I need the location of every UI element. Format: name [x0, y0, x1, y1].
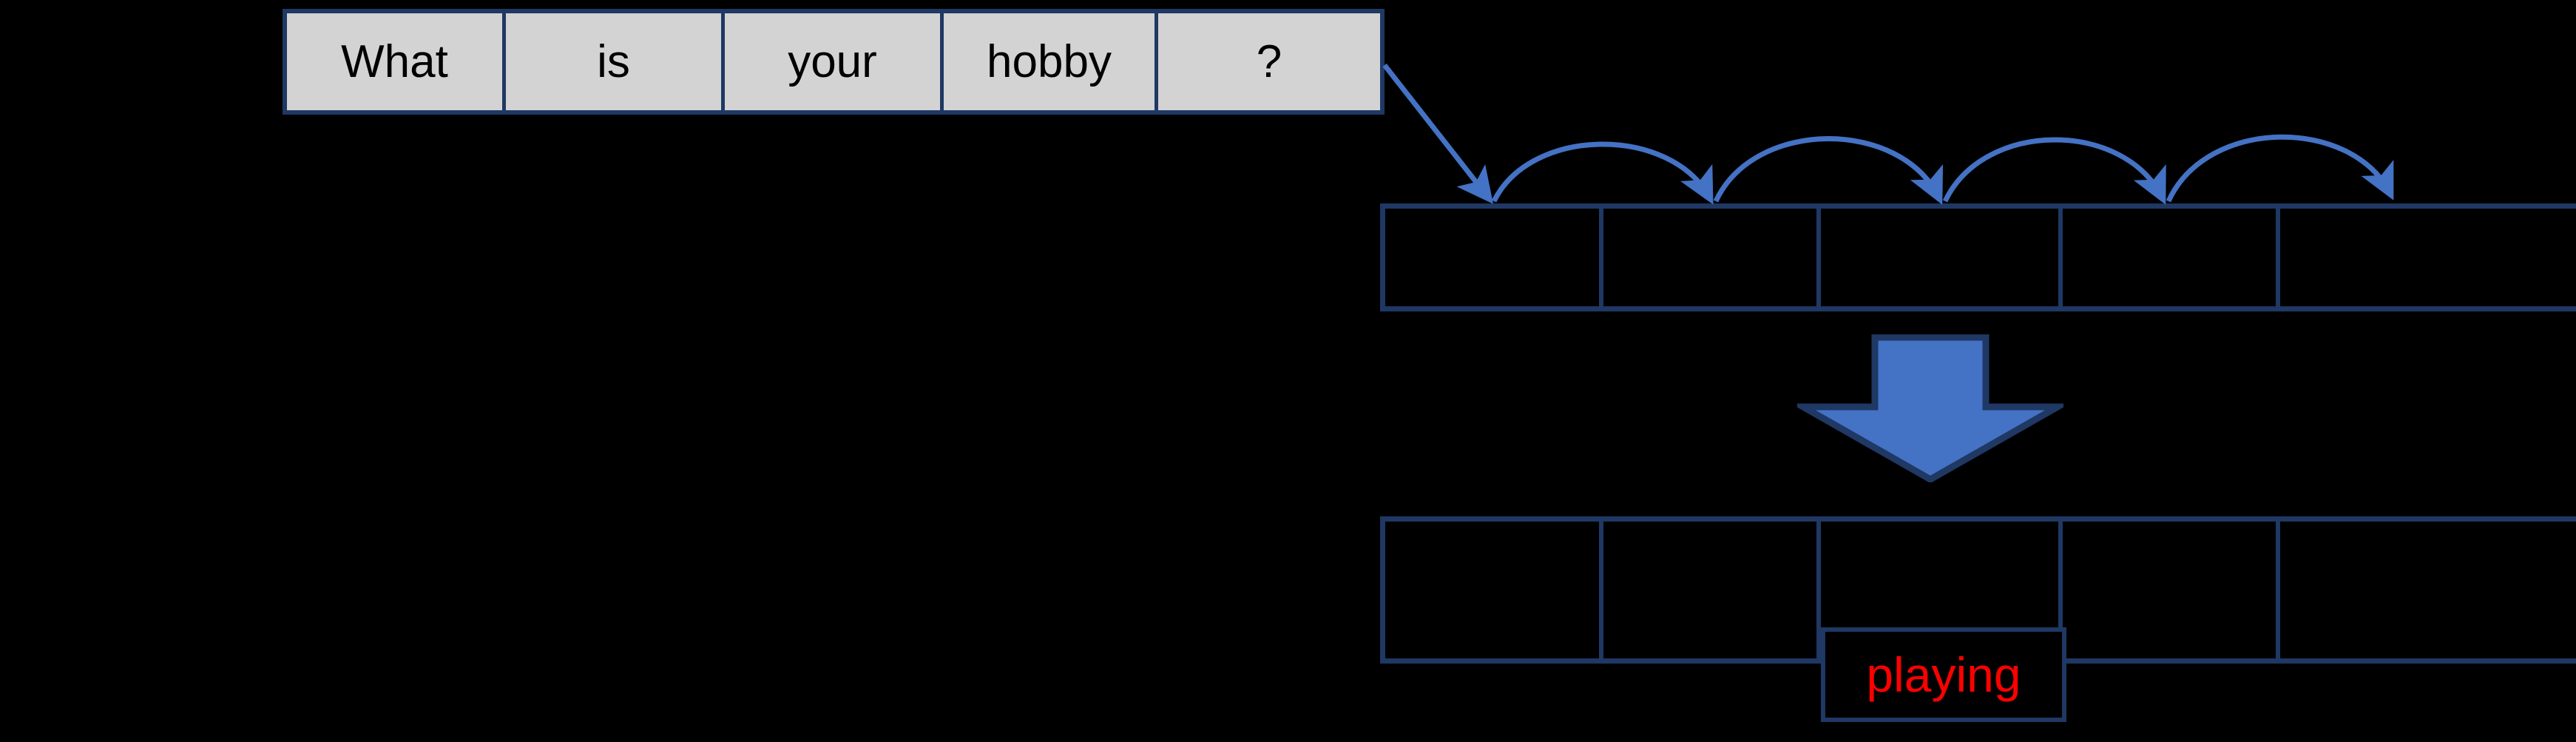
encoder-hop-arrow-2 [1713, 136, 1944, 205]
encoder-state-cell-1[interactable] [1603, 209, 1821, 306]
encoder-hop-arrow-3 [1942, 137, 2166, 205]
input-token-label-3: hobby [987, 36, 1112, 87]
input-token-cell-2[interactable]: your [725, 13, 944, 110]
generated-token-cell[interactable]: playing [1821, 627, 2066, 722]
input-token-cell-1[interactable]: is [506, 13, 725, 110]
encoder-state-cell-0[interactable] [1385, 209, 1603, 306]
encoder-hop-arrow-4 [2166, 134, 2394, 203]
decoder-state-cell-0[interactable] [1385, 522, 1603, 658]
decoder-state-cell-3[interactable] [2063, 522, 2280, 658]
encoder-to-decoder-block-arrow [1791, 334, 2070, 484]
input-token-cell-0[interactable]: What [287, 13, 506, 110]
generated-token-label: playing [1866, 647, 2021, 702]
input-token-cell-4[interactable]: ? [1158, 13, 1380, 110]
encoder-state-cell-3[interactable] [2063, 209, 2280, 306]
decoder-state-cell-4[interactable] [2280, 522, 2576, 658]
input-token-cell-3[interactable]: hobby [944, 13, 1158, 110]
encoder-state-cell-4[interactable] [2280, 209, 2576, 306]
input-to-encoder-arrow [1382, 63, 1494, 204]
input-token-label-2: your [788, 36, 877, 87]
input-token-label-1: is [597, 36, 630, 87]
input-token-label-0: What [341, 36, 448, 87]
decoder-state-cell-1[interactable] [1603, 522, 1821, 658]
decoder-state-cell-2[interactable] [1821, 522, 2063, 658]
input-token-label-4: ? [1256, 36, 1282, 87]
encoder-states-row [1380, 203, 2576, 311]
input-sentence-table: What is your hobby ? [283, 9, 1385, 115]
encoder-hop-arrow-1 [1491, 141, 1714, 205]
encoder-state-cell-2[interactable] [1821, 209, 2063, 306]
